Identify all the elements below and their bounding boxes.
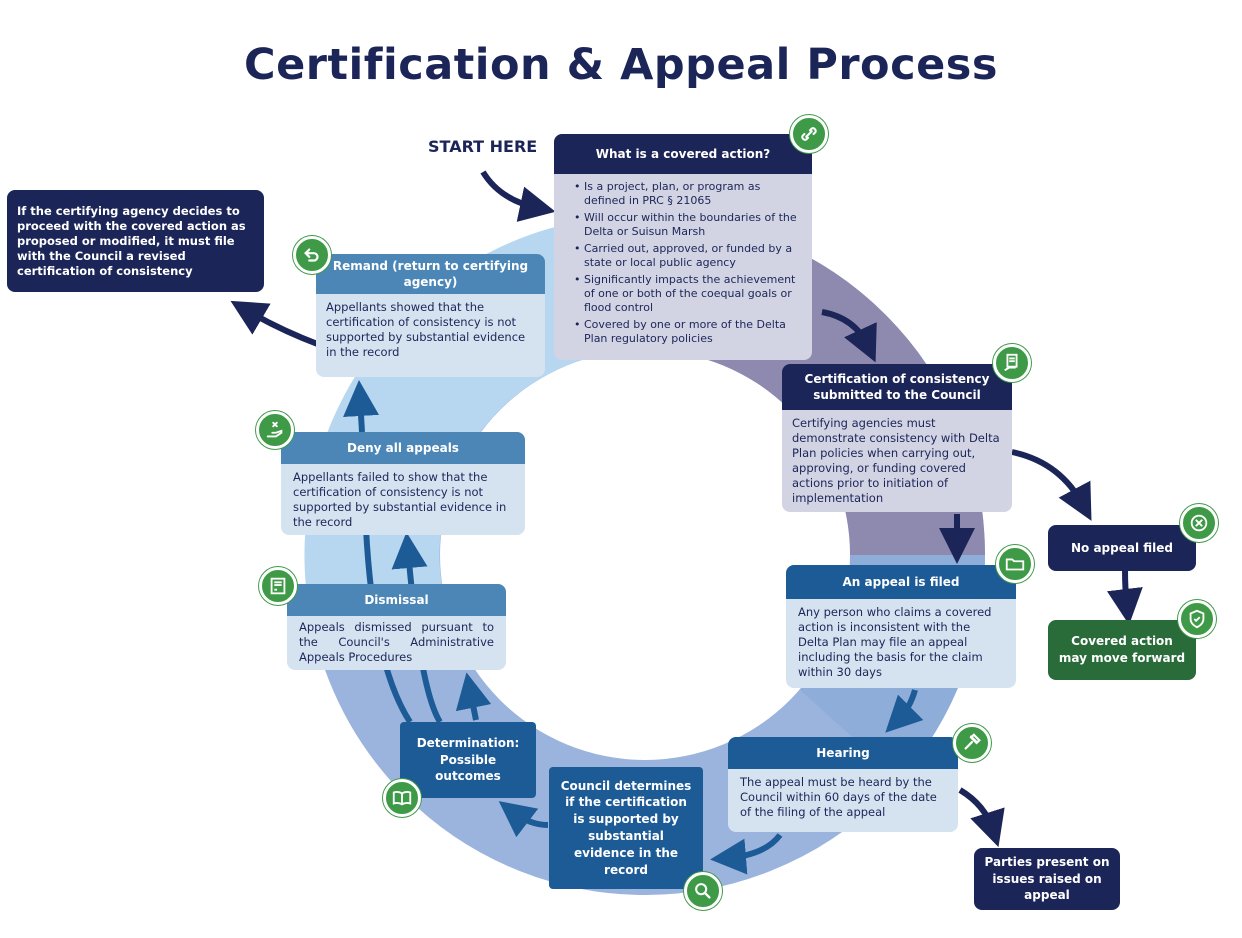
arrow-to-determination: [498, 801, 549, 838]
parties-box: Parties present on issues raised on appe…: [974, 848, 1120, 910]
dismissal-body: Appeals dismissed pursuant to the Counci…: [299, 620, 494, 664]
covered-action-bullet: Will occur within the boundaries of the …: [574, 211, 802, 239]
deny-box: Deny all appeals Appellants failed to sh…: [281, 432, 525, 535]
arrow-to-council: [710, 833, 783, 875]
arrow-to-remand: [343, 380, 380, 433]
magnifier-icon: [684, 872, 722, 910]
hearing-title: Hearing: [728, 737, 958, 769]
hearing-box: Hearing The appeal must be heard by the …: [728, 737, 958, 832]
return-arrow-icon: [293, 236, 331, 274]
hearing-body: The appeal must be heard by the Council …: [740, 775, 937, 819]
no-appeal-box: No appeal filed: [1048, 525, 1196, 571]
page-title: Certification & Appeal Process: [244, 40, 998, 90]
deny-title: Deny all appeals: [281, 432, 525, 464]
dismissal-box: Dismissal Appeals dismissed pursuant to …: [287, 584, 506, 670]
certification-box: Certification of consistency submitted t…: [782, 364, 1012, 512]
gavel-icon: [953, 724, 991, 762]
arrow-to-certification: [821, 309, 877, 363]
shield-check-icon: [1178, 600, 1216, 638]
chain-link-icon: [790, 115, 828, 153]
arrow-to-hearing: [885, 689, 924, 733]
covered-action-bullet: Covered by one or more of the Delta Plan…: [574, 318, 802, 346]
folder-icon: [996, 545, 1034, 583]
covered-action-list: Is a project, plan, or program as define…: [574, 180, 802, 346]
appeal-filed-box: An appeal is filed Any person who claims…: [786, 565, 1016, 688]
arrow-to-parties: [958, 787, 1005, 848]
dismissal-title: Dismissal: [287, 584, 506, 616]
covered-action-title: What is a covered action?: [554, 134, 812, 174]
revised-certification-box: If the certifying agency decides to proc…: [7, 190, 264, 292]
arrow-to-move-forward: [1107, 569, 1143, 625]
appeal-filed-title: An appeal is filed: [786, 565, 1016, 599]
arrow-to-revised: [230, 300, 322, 348]
covered-action-bullet: Carried out, approved, or funded by a st…: [574, 242, 802, 270]
covered-action-box: What is a covered action? Is a project, …: [554, 134, 812, 360]
certification-title: Certification of consistency submitted t…: [782, 364, 1012, 410]
council-box: Council determines if the certification …: [549, 767, 703, 889]
arrow-start: [480, 170, 556, 222]
deny-body: Appellants failed to show that the certi…: [293, 470, 507, 529]
covered-action-bullet: Is a project, plan, or program as define…: [574, 180, 802, 208]
document-icon: [259, 567, 297, 605]
document-hand-icon: [993, 344, 1031, 382]
open-book-icon: [383, 779, 421, 817]
start-label: START HERE: [428, 137, 538, 156]
arrow-to-dismissal: [455, 672, 492, 721]
hand-x-icon: [256, 411, 294, 449]
move-forward-box: Covered action may move forward: [1048, 620, 1196, 680]
covered-action-bullet: Significantly impacts the achievement of…: [574, 273, 802, 315]
circle-x-icon: [1180, 504, 1218, 542]
appeal-filed-body: Any person who claims a covered action i…: [798, 605, 992, 679]
certification-body: Certifying agencies must demonstrate con…: [792, 416, 1000, 505]
remand-box: Remand (return to certifying agency) App…: [316, 254, 545, 377]
remand-title: Remand (return to certifying agency): [316, 254, 545, 294]
determination-box: Determination: Possible outcomes: [400, 722, 536, 798]
arrow-to-no-appeal: [1011, 449, 1092, 521]
remand-body: Appellants showed that the certification…: [326, 300, 526, 359]
